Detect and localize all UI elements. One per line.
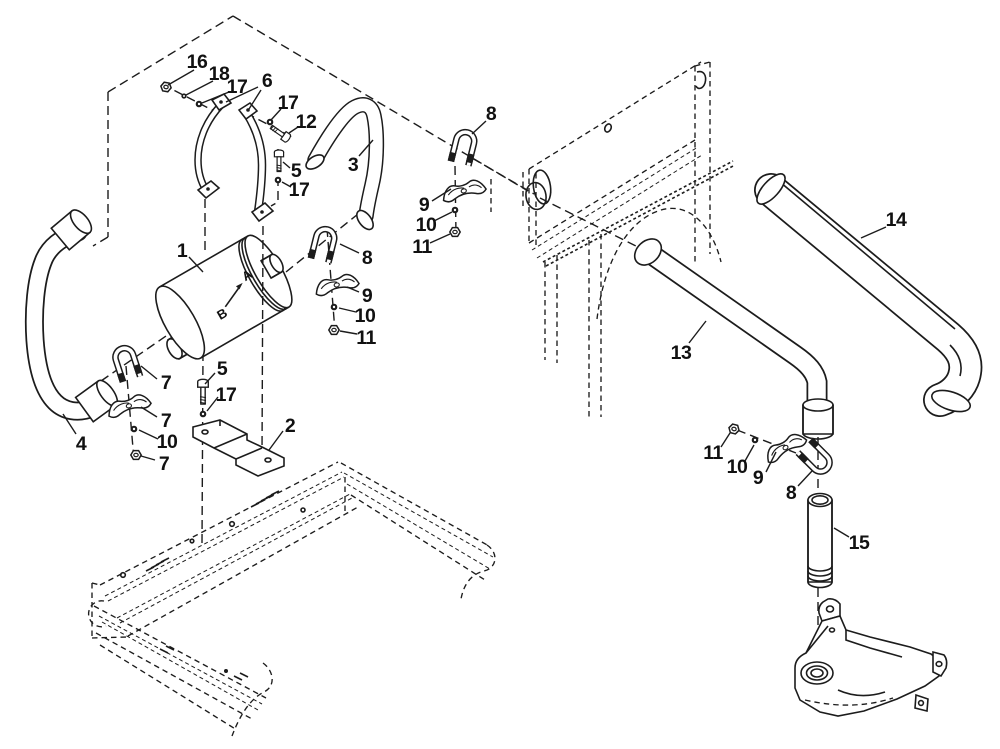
engine-bulkhead-reference	[490, 61, 736, 419]
exhaust-manifold	[794, 598, 948, 717]
strap-axis-line	[261, 225, 264, 456]
callout-7: 7	[159, 453, 169, 475]
callout-11: 11	[356, 327, 376, 349]
callout-8: 8	[486, 103, 497, 125]
callout-5: 5	[291, 160, 302, 182]
callout-6: 6	[262, 70, 273, 92]
callout-17: 17	[289, 179, 310, 201]
callout-17: 17	[227, 76, 248, 98]
tailpipe-4	[24, 209, 119, 423]
callout-11: 11	[703, 442, 723, 464]
callout-18: 18	[209, 63, 230, 85]
bolt-12	[268, 122, 293, 144]
assembly-axis-lines	[92, 15, 819, 661]
washer-18	[181, 93, 187, 99]
pipe-nipple-15	[807, 492, 833, 589]
callout-12: 12	[296, 111, 317, 133]
callout-15: 15	[849, 532, 870, 554]
washer-17	[195, 100, 203, 108]
clamp-group-upper	[439, 130, 488, 238]
clamp-group-middle	[311, 227, 361, 336]
callout-9: 9	[753, 467, 764, 489]
callout-leader-lines	[62, 69, 887, 538]
muffler-1: B A	[155, 234, 293, 360]
nut-11	[328, 324, 340, 336]
callout-4: 4	[76, 433, 87, 455]
exhaust-pipe-13	[633, 238, 834, 440]
bolt-5	[273, 149, 285, 173]
callout-9: 9	[419, 194, 430, 216]
callout-17: 17	[278, 92, 299, 114]
washer-10	[751, 436, 759, 444]
elbow-pipe-3	[305, 97, 385, 231]
washer-17	[266, 118, 274, 126]
saddle-clamp-9	[439, 176, 488, 204]
callout-9: 9	[362, 285, 373, 307]
mounting-bracket-2	[192, 419, 285, 477]
callout-8: 8	[362, 247, 373, 269]
callout-7: 7	[161, 410, 171, 432]
washer-10	[330, 303, 338, 311]
callout-10: 10	[727, 456, 748, 478]
callout-labels: 16 18 17 6 17 12 5 17 3 8 9 10 11 8 9 10…	[76, 51, 908, 554]
callout-10: 10	[157, 431, 178, 453]
callout-14: 14	[886, 209, 907, 231]
callout-10: 10	[355, 305, 376, 327]
muffler-strap-left-6	[194, 92, 233, 200]
callout-1: 1	[177, 240, 188, 262]
washer-10	[130, 425, 138, 433]
washer-17	[199, 410, 207, 418]
nut-11	[449, 226, 461, 238]
callout-5: 5	[217, 358, 228, 380]
muffler-strap-right-6	[237, 101, 275, 223]
callout-11: 11	[412, 236, 432, 258]
callout-13: 13	[671, 342, 692, 364]
callout-7: 7	[161, 372, 171, 394]
callout-17: 17	[216, 384, 237, 406]
u-bolt-8	[311, 227, 336, 262]
nut-7	[130, 449, 142, 461]
washer-10	[451, 206, 459, 214]
callout-3: 3	[348, 154, 359, 176]
callout-8: 8	[786, 482, 797, 504]
saddle-clamp-9	[312, 271, 361, 298]
u-bolt-8	[451, 130, 476, 165]
exhaust-pipe-14	[754, 173, 983, 417]
callout-10: 10	[416, 214, 437, 236]
washer-17	[274, 176, 282, 184]
callout-16: 16	[187, 51, 208, 73]
direction-arrow-icon	[235, 282, 243, 290]
callout-2: 2	[285, 415, 296, 437]
chassis-frame-reference	[87, 461, 496, 737]
